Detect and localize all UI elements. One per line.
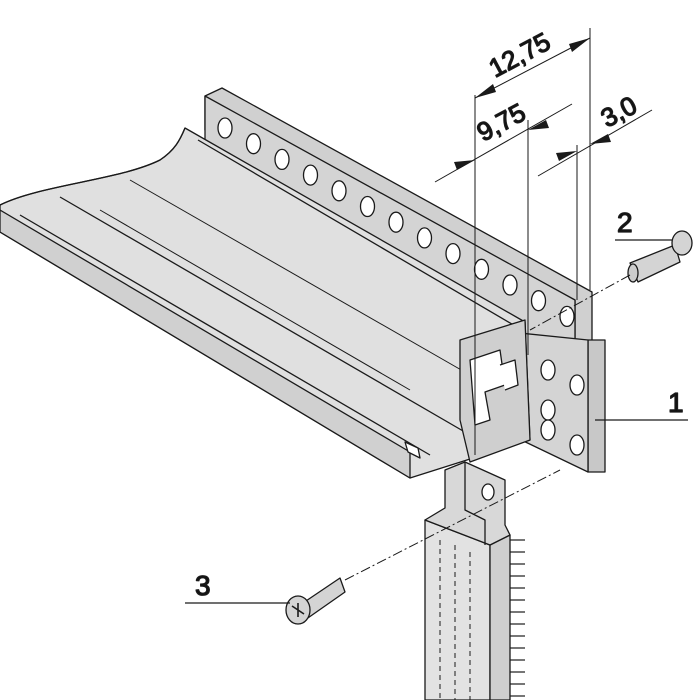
handle-extrusion: [0, 127, 531, 479]
strip-hole: [530, 290, 547, 312]
dimension-9-75: 9,75: [472, 97, 531, 147]
strip-hole: [217, 117, 233, 139]
strip-hole: [331, 180, 347, 202]
strip-hole: [302, 164, 319, 186]
screw-3: [285, 577, 346, 625]
callout-3: 3: [195, 570, 211, 601]
connector: [424, 461, 525, 700]
strip-hole: [473, 258, 490, 280]
arrowheads: [454, 38, 611, 170]
strip-hole: [445, 242, 461, 265]
strip-hole: [245, 133, 262, 155]
strip-hole: [274, 148, 290, 171]
strip-hole: [359, 195, 376, 218]
strip-hole: [416, 227, 433, 249]
center-lines: [344, 274, 631, 581]
strip-hole: [559, 305, 575, 328]
strip-hole: [502, 274, 518, 296]
screw-2: [627, 230, 693, 283]
leader-lines: [185, 239, 688, 604]
callout-2: 2: [617, 207, 633, 238]
dimension-3-0: 3,0: [596, 90, 642, 133]
strip-hole: [388, 211, 404, 233]
callout-1: 1: [668, 387, 684, 418]
